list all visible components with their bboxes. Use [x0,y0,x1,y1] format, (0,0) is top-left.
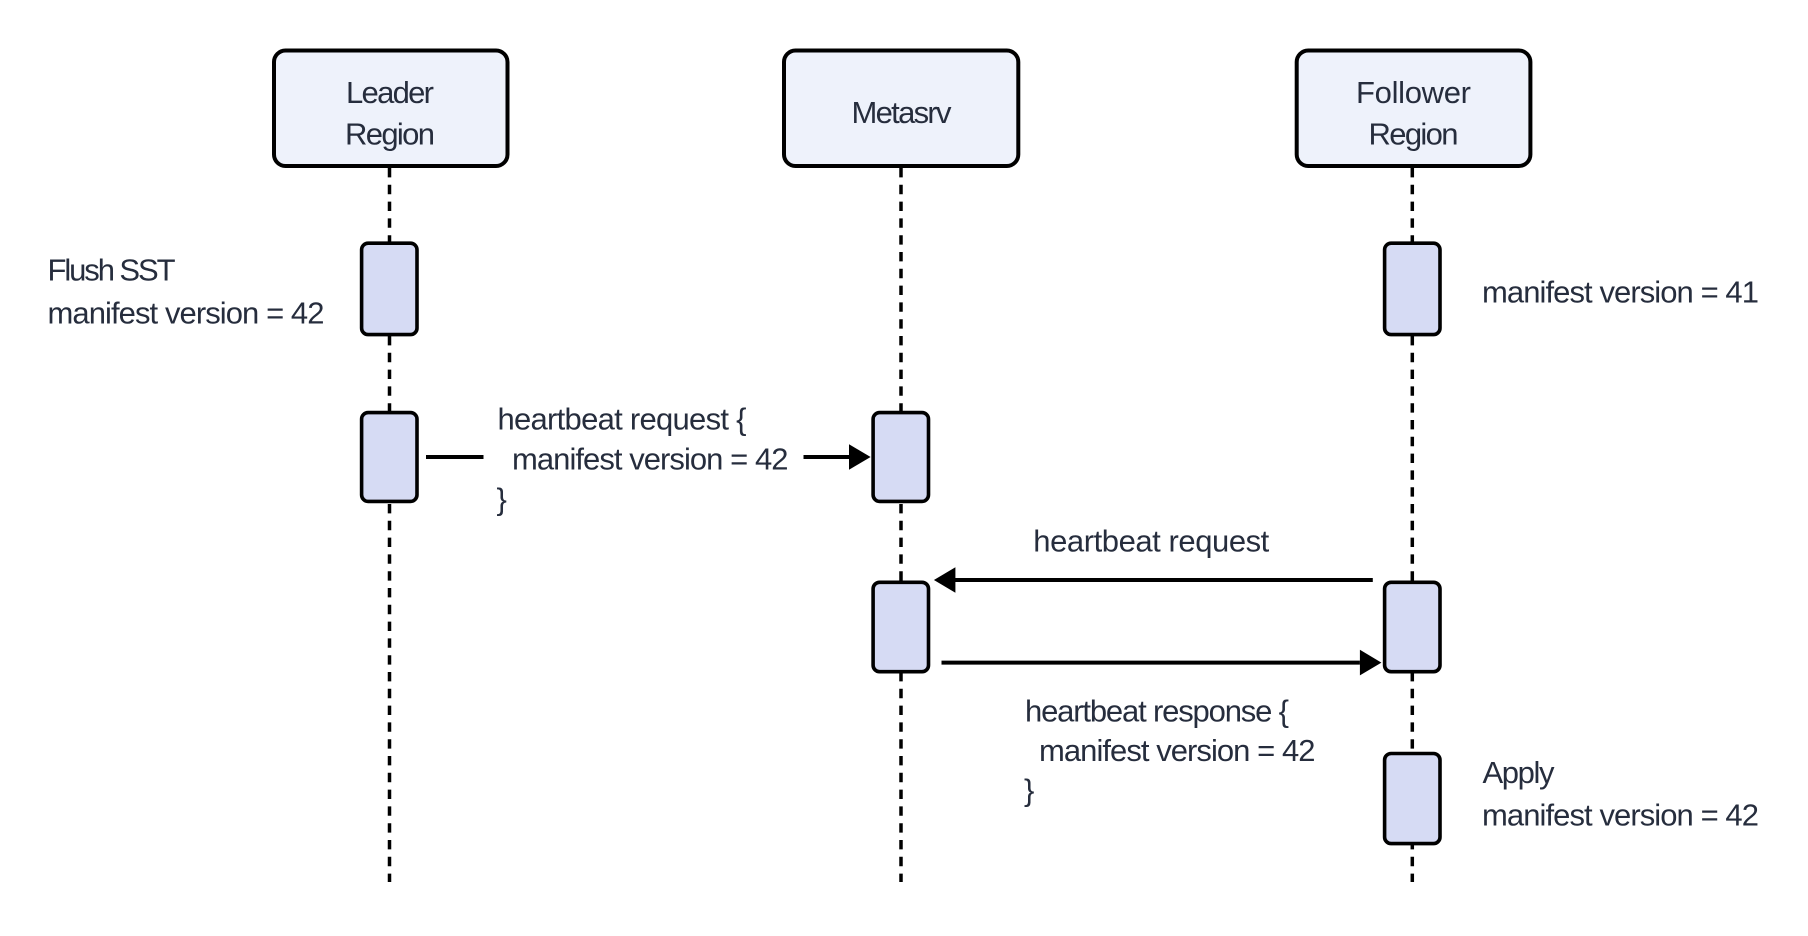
svg-text:Flush SST: Flush SST [48,253,176,288]
svg-text:Leader: Leader [346,75,434,110]
svg-text:Region: Region [1369,117,1459,152]
svg-text:heartbeat request {: heartbeat request { [498,402,747,437]
svg-text:}: } [1024,773,1034,808]
svg-text:Region: Region [345,117,435,152]
svg-text:manifest version = 42: manifest version = 42 [48,296,325,331]
svg-text:manifest version = 42: manifest version = 42 [1039,733,1316,768]
svg-text:manifest version = 42: manifest version = 42 [512,442,789,477]
svg-text:Follower: Follower [1356,75,1471,110]
svg-text:}: } [497,482,507,517]
svg-text:Metasrv: Metasrv [852,95,953,130]
svg-text:Apply: Apply [1483,755,1556,790]
svg-text:manifest version = 42: manifest version = 42 [1482,798,1759,833]
svg-text:manifest version = 41: manifest version = 41 [1482,275,1759,310]
svg-text:heartbeat response {: heartbeat response { [1025,694,1289,729]
svg-text:heartbeat request: heartbeat request [1033,524,1269,559]
